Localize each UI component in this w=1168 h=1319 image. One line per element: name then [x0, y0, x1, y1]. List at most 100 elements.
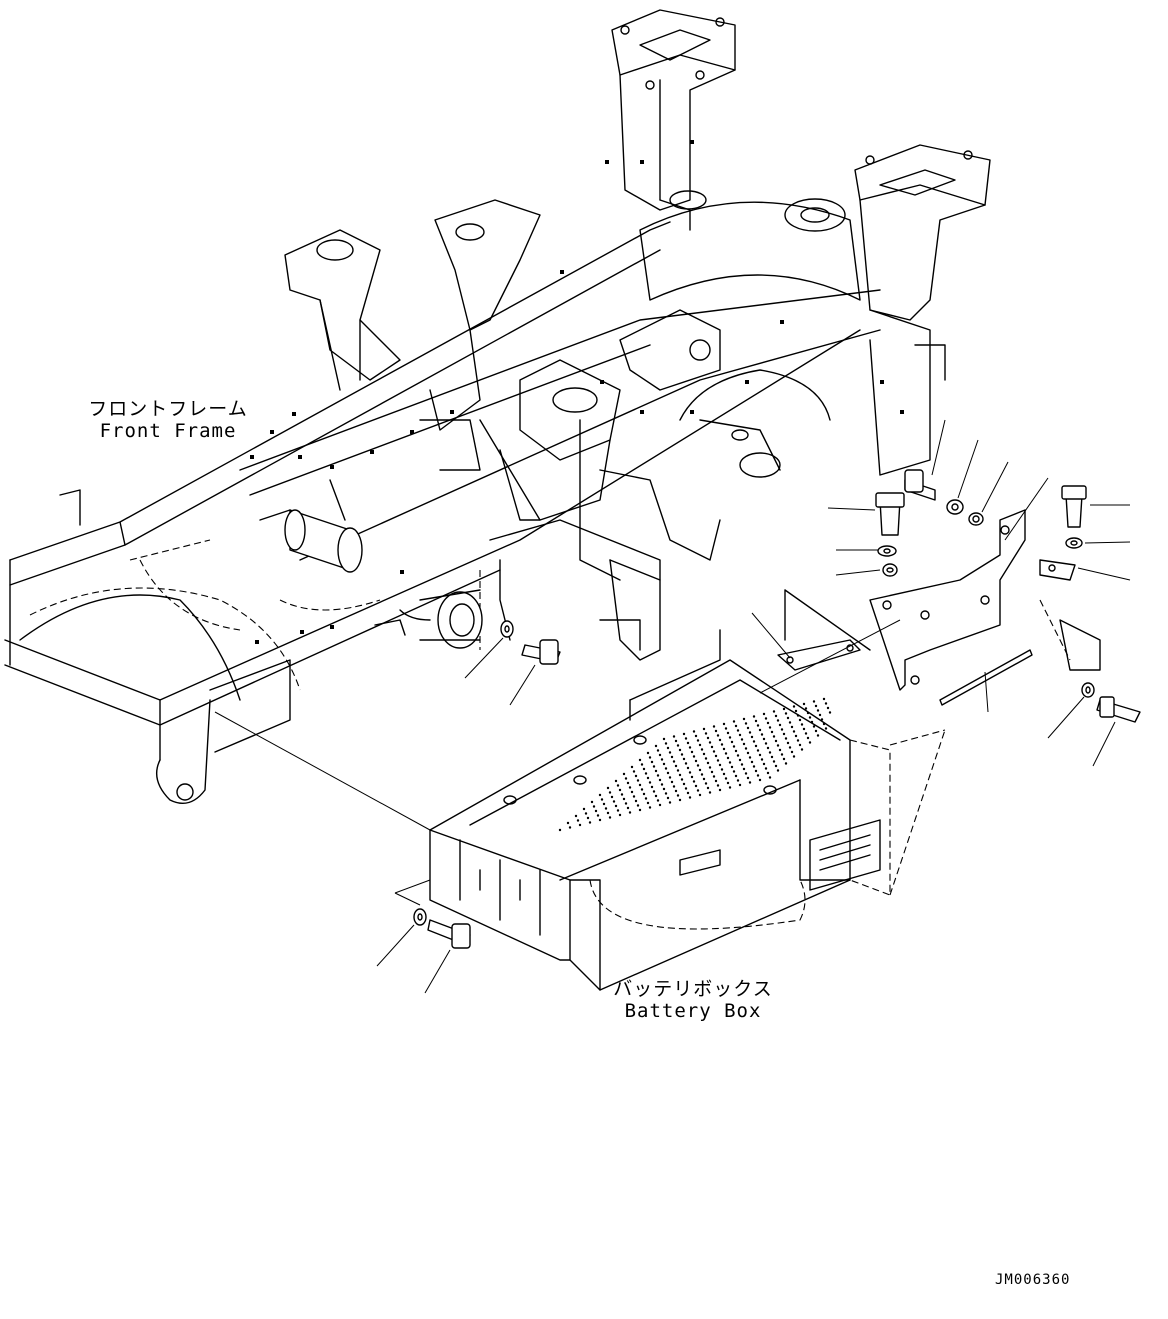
- drawing-code: JM006360: [995, 1272, 1071, 1288]
- perforation-hole: [698, 793, 702, 797]
- perforation-hole: [664, 767, 668, 770]
- perforation-hole: [786, 716, 790, 720]
- perforation-hole: [768, 776, 772, 779]
- perforation-hole: [772, 710, 776, 713]
- perforation-hole: [702, 752, 706, 756]
- perforation-hole: [716, 784, 720, 787]
- perforation-hole: [702, 727, 706, 731]
- perforation-hole: [752, 715, 756, 718]
- battery-box-label: バッテリボックス Battery Box: [603, 978, 783, 1022]
- perforation-hole: [728, 761, 732, 764]
- perforation-hole: [642, 792, 646, 796]
- perforation-hole: [702, 777, 706, 781]
- perforation-hole: [648, 781, 652, 784]
- perforation-hole: [704, 782, 708, 785]
- perforation-hole: [662, 762, 666, 766]
- perforation-hole: [734, 724, 738, 728]
- perforation-hole: [746, 726, 750, 730]
- perforation-hole: [644, 797, 648, 800]
- perforation-hole: [696, 739, 700, 742]
- perforation-hole: [578, 823, 582, 827]
- perforation-hole: [732, 720, 736, 723]
- perforation-hole: [728, 736, 732, 739]
- perforation-hole: [722, 772, 726, 776]
- perforation-hole: [736, 754, 740, 757]
- perforation-hole: [594, 809, 598, 813]
- perforation-hole: [738, 758, 742, 762]
- perforation-hole: [670, 755, 674, 759]
- perforation-hole: [780, 753, 784, 756]
- perforation-hole: [678, 798, 682, 802]
- perforation-hole: [812, 725, 816, 728]
- perforation-hole: [582, 807, 586, 811]
- perforation-hole: [772, 735, 776, 738]
- perforation-hole: [788, 721, 792, 724]
- perforation-hole: [712, 775, 716, 778]
- perforation-hole: [614, 779, 618, 783]
- perforation-hole: [742, 767, 746, 771]
- perforation-hole: [698, 743, 702, 747]
- perforation-hole: [798, 743, 802, 747]
- perforation-hole: [674, 739, 678, 743]
- perforation-hole: [654, 794, 658, 798]
- perforation-hole: [802, 702, 806, 706]
- perforation-hole: [676, 794, 680, 797]
- perforation-hole: [754, 769, 758, 773]
- perforation-hole: [744, 772, 748, 775]
- perforation-hole: [742, 717, 746, 721]
- perforation-hole: [748, 781, 752, 784]
- perforation-hole: [682, 732, 686, 736]
- perforation-hole: [684, 787, 688, 790]
- perforation-hole: [766, 721, 770, 725]
- perforation-hole: [690, 775, 694, 779]
- perforation-hole: [658, 803, 662, 807]
- perforation-hole: [658, 778, 662, 782]
- perforation-hole: [744, 747, 748, 750]
- perforation-hole: [762, 712, 766, 716]
- perforation-hole: [682, 782, 686, 786]
- perforation-hole: [558, 828, 562, 832]
- perforation-hole: [684, 737, 688, 740]
- perforation-hole: [660, 783, 664, 786]
- perforation-hole: [766, 771, 770, 775]
- perforation-hole: [618, 788, 622, 792]
- perforation-hole: [716, 734, 720, 737]
- perforation-hole: [692, 730, 696, 733]
- perforation-hole: [754, 744, 758, 748]
- perforation-hole: [676, 769, 680, 772]
- perforation-hole: [658, 753, 662, 757]
- perforation-hole: [784, 762, 788, 765]
- perforation-hole: [714, 754, 718, 758]
- perforation-hole: [632, 795, 636, 798]
- perforation-hole: [806, 711, 810, 715]
- perforation-hole: [776, 769, 780, 772]
- perforation-hole: [780, 728, 784, 731]
- perforation-hole: [620, 793, 624, 796]
- perforation-hole: [606, 786, 610, 790]
- perforation-hole: [724, 727, 728, 730]
- perforation-hole: [680, 753, 684, 756]
- perforation-hole: [614, 804, 618, 808]
- perforation-hole: [792, 730, 796, 733]
- perforation-hole: [694, 784, 698, 788]
- perforation-hole: [796, 739, 800, 742]
- perforation-hole: [752, 740, 756, 743]
- front-frame-drawing: [4, 9, 991, 804]
- perforation-hole: [656, 774, 660, 777]
- perforation-hole: [728, 786, 732, 789]
- perforation-hole: [656, 799, 660, 802]
- perforation-hole: [706, 786, 710, 790]
- perforation-hole: [782, 707, 786, 711]
- perforation-hole: [730, 765, 734, 769]
- perforation-hole: [592, 805, 596, 808]
- perforation-hole: [790, 750, 794, 754]
- perforation-hole: [720, 743, 724, 746]
- perforation-hole: [734, 749, 738, 753]
- perforation-hole: [768, 751, 772, 754]
- perforation-hole: [648, 756, 652, 759]
- perforation-hole: [748, 756, 752, 759]
- perforation-hole: [770, 730, 774, 734]
- perforation-hole: [786, 741, 790, 745]
- perforation-hole: [662, 737, 666, 741]
